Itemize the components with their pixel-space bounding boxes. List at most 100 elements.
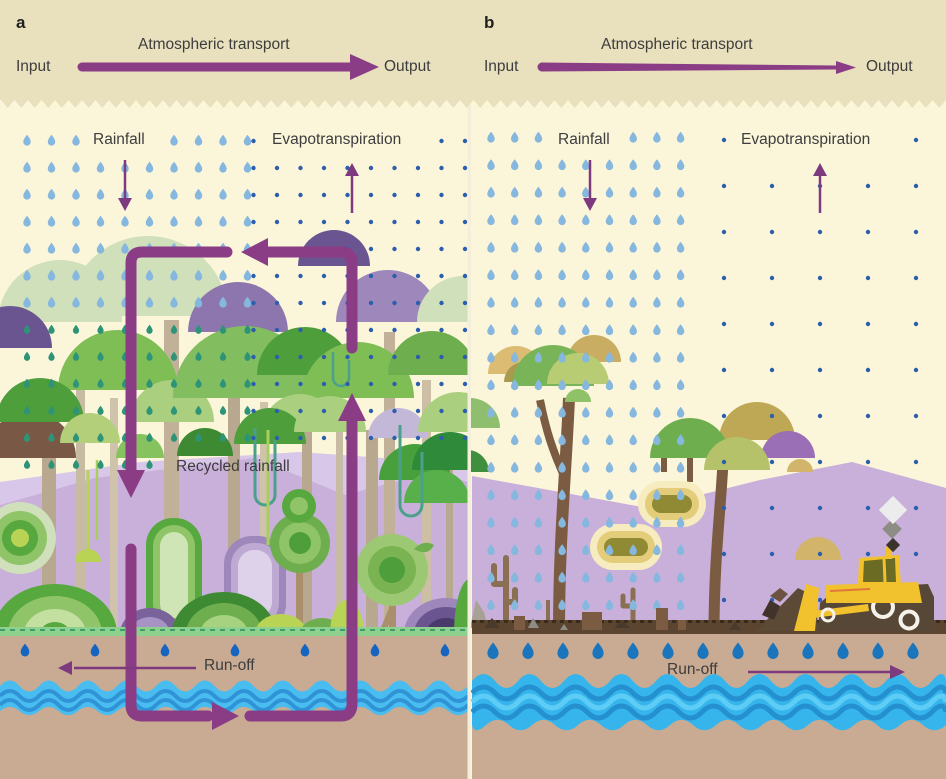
raindrop	[629, 489, 637, 501]
raindrop	[558, 241, 566, 253]
raindrop	[534, 544, 543, 556]
vapor-dot	[321, 381, 327, 387]
raindrop	[558, 571, 566, 583]
tree-stump	[656, 608, 668, 630]
raindrop	[605, 324, 614, 336]
raindrop	[676, 131, 685, 143]
vapor-dot	[321, 408, 327, 414]
vapor-dot	[415, 381, 421, 387]
vapor-dot	[345, 354, 350, 360]
raindrop	[582, 544, 590, 556]
vapor-dot	[462, 273, 468, 279]
vapor-dot	[274, 354, 280, 360]
vapor-dot	[913, 367, 919, 373]
raindrop	[558, 351, 566, 363]
raindrop	[629, 131, 637, 143]
canopy	[302, 342, 414, 398]
raindrop	[23, 161, 31, 173]
tree-trunk	[553, 397, 575, 633]
raindrop	[837, 642, 849, 660]
infiltration-drops-b	[487, 642, 919, 660]
raindrop	[676, 351, 685, 363]
vapor-dot	[345, 381, 350, 387]
raindrop	[582, 296, 590, 308]
vapor-dot	[865, 229, 871, 235]
panel-divider	[467, 96, 471, 779]
raindrop	[195, 432, 202, 442]
label-rainfall-b: Rainfall	[558, 131, 610, 148]
sapling-crown	[75, 549, 101, 562]
raindrop	[605, 544, 614, 556]
raindrop	[72, 161, 80, 173]
raindrop	[145, 269, 154, 281]
vapor-dot	[439, 192, 444, 198]
raindrop	[629, 379, 637, 391]
raindrop	[629, 324, 637, 336]
raindrop	[605, 269, 614, 281]
raindrop	[170, 188, 178, 200]
raindrop	[605, 599, 614, 611]
label-evapotranspiration-a: Evapotranspiration	[272, 131, 402, 148]
vapor-dot	[368, 246, 374, 252]
understory-tree	[160, 532, 188, 618]
recycled-loop	[244, 415, 358, 722]
vapor-dot	[392, 219, 397, 225]
raindrop	[72, 269, 80, 281]
vapor-dot	[865, 183, 871, 189]
understory-trunk	[296, 560, 303, 632]
bulldozer-window	[863, 558, 896, 582]
raindrop	[510, 516, 519, 528]
trunk	[110, 398, 118, 632]
label-runoff-a: Run-off	[204, 657, 255, 674]
raindrop	[510, 489, 519, 501]
raindrop	[872, 642, 884, 660]
raindrop	[629, 516, 637, 528]
vapor-dot	[415, 273, 421, 279]
savanna-canopy	[704, 437, 770, 470]
understory-trunk-fork	[379, 608, 394, 632]
vapor-dot	[462, 381, 468, 387]
raindrop	[534, 489, 543, 501]
vapor-dot	[298, 300, 303, 306]
raindrop	[629, 159, 637, 171]
raindrop	[653, 434, 661, 446]
raindrop	[510, 571, 519, 583]
vapor-dot	[392, 300, 397, 306]
raindrop	[219, 161, 227, 173]
raindrop	[96, 188, 105, 200]
raindrop	[96, 215, 105, 227]
raindrop	[170, 296, 178, 308]
tree-stump	[514, 616, 525, 630]
vapor-dot	[415, 408, 421, 414]
raindrop	[48, 351, 55, 361]
recycled-loop-arrowhead-down	[117, 470, 145, 498]
vapor-dot	[251, 273, 256, 279]
raindrop	[195, 324, 202, 334]
raindrop	[605, 571, 614, 583]
raindrop	[534, 379, 543, 391]
raindrop	[534, 461, 543, 473]
raindrop	[487, 269, 495, 281]
raindrop	[243, 296, 252, 308]
vapor-dot	[321, 327, 327, 333]
label-output-b: Output	[866, 58, 913, 75]
raindrop	[195, 351, 202, 361]
raindrop	[605, 379, 614, 391]
raindrop	[97, 324, 104, 334]
label-input-b: Input	[484, 58, 519, 75]
evapo-arrowhead-b	[813, 163, 827, 176]
raindrop	[23, 296, 31, 308]
raindrop	[487, 186, 495, 198]
recycled-loop-arrowhead-right	[212, 702, 239, 730]
raindrop	[605, 159, 614, 171]
raindrop	[653, 214, 661, 226]
raindrop	[676, 461, 685, 473]
raindrop	[534, 434, 543, 446]
vapor-dot	[321, 192, 327, 198]
atm-arrowhead-b	[836, 61, 856, 74]
raindrop	[557, 642, 569, 660]
bulldozer-arm	[812, 604, 869, 618]
raindrop	[534, 406, 543, 418]
raindrop	[23, 351, 31, 361]
canopy	[417, 276, 468, 322]
